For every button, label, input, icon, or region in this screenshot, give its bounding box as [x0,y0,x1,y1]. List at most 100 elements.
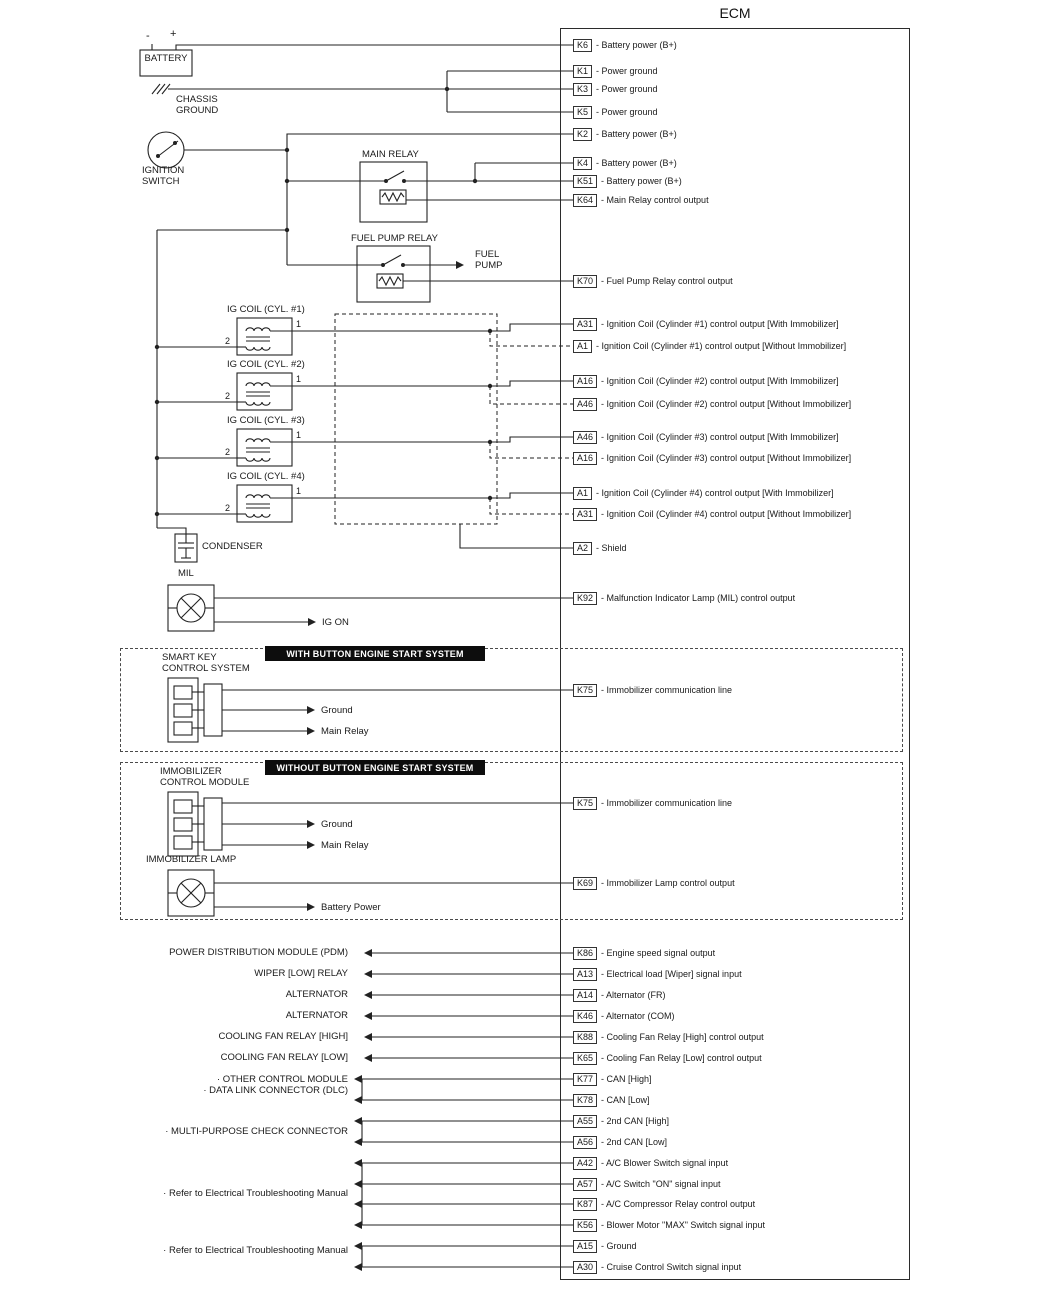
fuel-pump-arrow [456,261,464,269]
pin-desc: - Engine speed signal output [601,948,716,958]
shield-boundary [334,313,498,525]
pin-desc: - Battery power (B+) [596,158,677,168]
pin-id: K51 [573,174,598,188]
ignition-coil-3-symbol [236,428,293,467]
coil-terminal-1: 1 [296,319,302,329]
pin-id: A46 [573,397,598,411]
mil-lamp-symbol [167,584,215,632]
ecm-pin-row: A46- Ignition Coil (Cylinder #2) control… [573,397,851,411]
immobilizer-label-2: CONTROL MODULE [160,777,250,788]
pin-desc: - Alternator (COM) [601,1011,675,1021]
ig-coil-1-label: IG COIL (CYL. #1) [227,304,305,315]
wiper-relay-label: WIPER [LOW] RELAY [254,968,348,979]
mil-label: MIL [178,568,194,579]
pin-desc: - Fuel Pump Relay control output [601,276,733,286]
pin-desc: - Main Relay control output [601,195,709,205]
ig-coil-2-label: IG COIL (CYL. #2) [227,359,305,370]
ecm-box [560,28,910,1280]
check-connector-label: · MULTI-PURPOSE CHECK CONNECTOR [165,1126,348,1137]
ecm-pin-row: A1- Ignition Coil (Cylinder #1) control … [573,339,846,353]
with-button-banner: WITH BUTTON ENGINE START SYSTEM [265,646,485,661]
ecm-pin-row: A16- Ignition Coil (Cylinder #3) control… [573,451,851,465]
alternator-com-label: ALTERNATOR [285,1010,348,1021]
pin-desc: - 2nd CAN [High] [601,1116,670,1126]
battery-label: BATTERY [144,53,188,64]
ecm-pin-row: K78- CAN [Low] [573,1093,650,1107]
chassis-ground-label-1: CHASSIS [176,94,218,105]
battery-symbol [139,49,193,77]
coil-terminal-2: 2 [225,503,231,513]
ecm-pin-row: A13- Electrical load [Wiper] signal inpu… [573,967,742,981]
ecm-pin-row: K2- Battery power (B+) [573,127,677,141]
immobilizer-label-1: IMMOBILIZER [160,766,222,777]
pin-id: K65 [573,1051,598,1065]
immobilizer-lamp-label: IMMOBILIZER LAMP [146,854,237,865]
pin-desc: - Alternator (FR) [601,990,666,1000]
pin-desc: - Ignition Coil (Cylinder #4) control ou… [601,509,852,519]
ecm-pin-row: K1- Power ground [573,64,658,78]
pin-id: A15 [573,1239,598,1253]
smart-key-connector-symbol [167,677,223,743]
ecm-pin-row: K56- Blower Motor "MAX" Switch signal in… [573,1218,765,1232]
pin-id: K86 [573,946,598,960]
pin-id: K3 [573,82,593,96]
ecm-pin-row: A56- 2nd CAN [Low] [573,1135,667,1149]
pin-desc: - Power ground [596,66,658,76]
pin-desc: - Ground [601,1241,637,1251]
ecm-pin-row: K75- Immobilizer communication line [573,796,732,810]
pin-desc: - 2nd CAN [Low] [601,1137,668,1147]
ecm-title: ECM [719,5,751,21]
ignition-coil-4-symbol [236,484,293,523]
pin-desc: - Ignition Coil (Cylinder #2) control ou… [601,399,852,409]
pin-id: A31 [573,507,598,521]
dlc-label: · DATA LINK CONNECTOR (DLC) [203,1085,348,1096]
cooling-fan-high-label: COOLING FAN RELAY [HIGH] [218,1031,348,1042]
pin-id: A56 [573,1135,598,1149]
coil-terminal-1: 1 [296,374,302,384]
ecm-pin-row: A16- Ignition Coil (Cylinder #2) control… [573,374,839,388]
p-id: K56 [573,1218,598,1232]
without-button-section-box [120,762,903,920]
ecm-pin-row: K46- Alternator (COM) [573,1009,675,1023]
ecm-pin-row: K64- Main Relay control output [573,193,709,207]
refer-manual-label: · Refer to Electrical Troubleshooting Ma… [163,1188,348,1199]
pin-id: A42 [573,1156,598,1170]
ignition-coil-2-symbol [236,372,293,411]
smart-key-label-1: SMART KEY [162,652,217,663]
pin-id: K87 [573,1197,598,1211]
pin-id: A14 [573,988,598,1002]
pin-id: K1 [573,64,593,78]
condenser-label: CONDENSER [202,541,263,552]
pin-desc: - Battery power (B+) [596,40,677,50]
chassis-ground-label-2: GROUND [176,105,219,116]
ignition-switch-label-2: SWITCH [142,176,180,187]
coil-terminal-2: 2 [225,391,231,401]
pin-id: K75 [573,796,598,810]
ig-on-label: IG ON [322,617,349,628]
pin-id: K78 [573,1093,598,1107]
pin-id: K46 [573,1009,598,1023]
pin-desc: - Immobilizer communication line [601,685,733,695]
main-relay-label: MAIN RELAY [362,149,419,160]
pin-id: K69 [573,876,598,890]
ignition-switch-label-1: IGNITION [142,165,185,176]
ecm-pin-row: K4- Battery power (B+) [573,156,677,170]
pin-id: A1 [573,339,593,353]
pin-id: K77 [573,1072,598,1086]
pin-id: A16 [573,451,598,465]
fuel-pump-label-1: FUEL [475,249,500,260]
ecm-pin-row: A15- Ground [573,1239,637,1253]
pin-desc: - Electrical load [Wiper] signal input [601,969,742,979]
pin-id: K75 [573,683,598,697]
smart-key-ground-label: Ground [321,705,353,716]
chassis-ground-symbol [151,83,171,95]
pin-id: K64 [573,193,598,207]
ecm-pin-row: K92- Malfunction Indicator Lamp (MIL) co… [573,591,795,605]
ecm-pin-row: A30- Cruise Control Switch signal input [573,1260,741,1274]
alternator-fr-label: ALTERNATOR [285,989,348,1000]
pin-desc: - Battery power (B+) [601,176,682,186]
ecm-pin-row: A57- A/C Switch "ON" signal input [573,1177,720,1191]
fuel-pump-relay-symbol [356,245,431,303]
pin-desc: - Battery power (B+) [596,129,677,139]
